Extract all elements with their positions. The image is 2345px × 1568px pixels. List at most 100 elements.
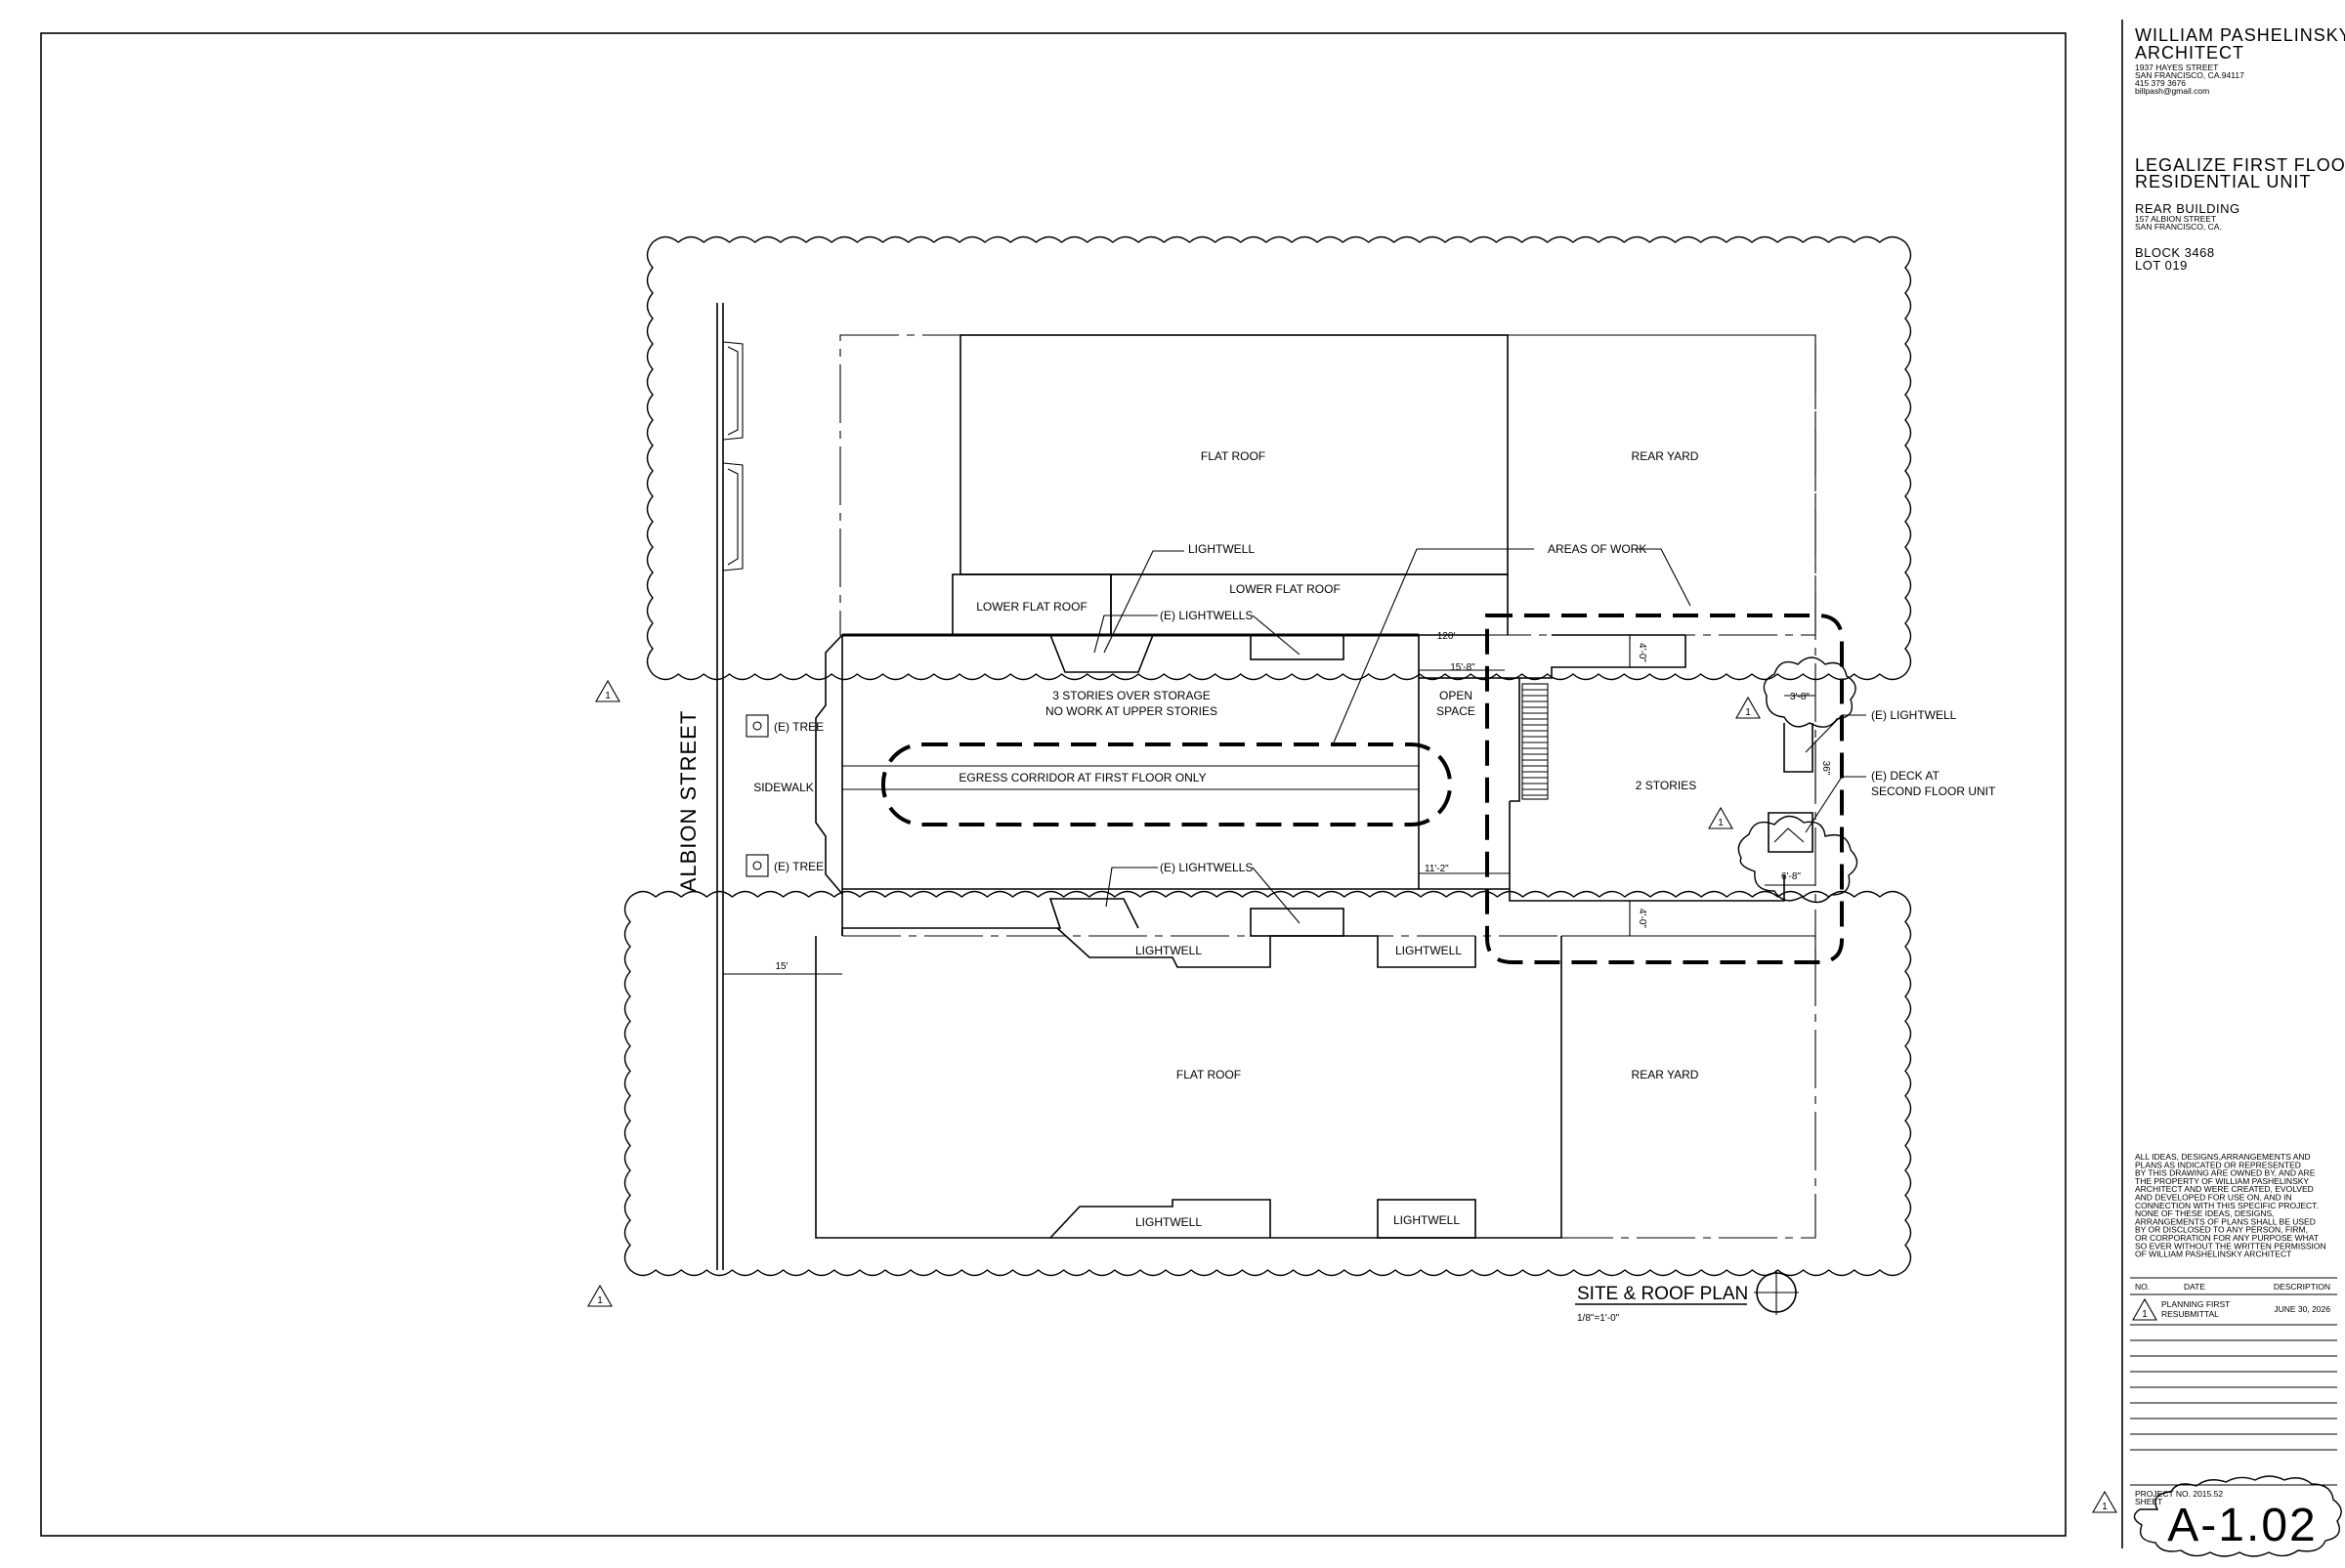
label-sidewalk: SIDEWALK (753, 781, 814, 794)
tree-1-box (746, 714, 769, 738)
label-lightwell-top: LIGHTWELL (1188, 542, 1255, 556)
egress-corridor-outline (881, 742, 1452, 826)
label-e-lightwells-top: (E) LIGHTWELLS (1160, 609, 1253, 622)
delta-symbol-1 (595, 679, 620, 702)
tb-email: billpash@gmail.com (2135, 86, 2209, 96)
leader-e-lightwell-right (1805, 714, 1866, 753)
tb-notice-line: BY THIS DRAWING ARE OWNED BY, AND ARE (2135, 1168, 2316, 1178)
label-open-line2: SPACE (1436, 704, 1475, 718)
tb-notice: ALL IDEAS, DESIGNS,ARRANGEMENTS ANDPLANS… (2135, 1152, 2326, 1259)
tb-notice-line: ARCHITECT AND WERE CREATED, EVOLVED (2135, 1184, 2314, 1194)
revision-cloud-bottom (623, 890, 1912, 1277)
label-flat-roof-bottom: FLAT ROOF (1176, 1068, 1241, 1081)
tb-notice-line: BY OR DISCLOSED TO ANY PERSON, FIRM, (2135, 1225, 2308, 1235)
stair-treads (1522, 689, 1548, 796)
bottom-building-outline (815, 936, 1562, 1239)
tb-project-no: PROJECT NO. 2015.52 (2135, 1489, 2223, 1499)
label-egress: EGRESS CORRIDOR AT FIRST FLOOR ONLY (959, 771, 1206, 784)
label-two-stories: 2 STORIES (1636, 779, 1696, 792)
label-dim-15-8: 15'-8" (1450, 662, 1475, 673)
leader-e-lightwells-bottom-2 (1252, 867, 1300, 924)
delta-label-6: 1 (2142, 1309, 2148, 1320)
tb-project-line2: RESIDENTIAL UNIT (2135, 172, 2311, 191)
tree-2-box (746, 854, 769, 877)
label-dim-15: 15' (775, 961, 788, 972)
drawing-border (40, 32, 2067, 1537)
tree-1-icon (752, 721, 762, 731)
street-name: ALBION STREET (676, 710, 701, 893)
top-lightwell-right (1250, 634, 1344, 660)
label-dim-120: 120' (1437, 631, 1456, 642)
delta-symbol-3 (1708, 806, 1733, 829)
label-stories-line2: NO WORK AT UPPER STORIES (1045, 704, 1217, 718)
parked-car-1 (722, 341, 744, 441)
tb-architect-title: ARCHITECT (2135, 43, 2244, 63)
bottom-lightwell-3 (1049, 1199, 1271, 1239)
rear-lightwell (1783, 723, 1813, 773)
tb-building: REAR BUILDING (2135, 201, 2240, 216)
leader-e-lightwells-top-1 (1093, 614, 1158, 654)
delta-symbol-6 (2132, 1297, 2157, 1321)
tb-lot: LOT 019 (2135, 258, 2188, 273)
label-e-deck-1: (E) DECK AT (1871, 769, 1940, 783)
deck-stair-mark (1773, 827, 1805, 843)
label-stories-line1: 3 STORIES OVER STORAGE (1052, 689, 1211, 702)
tb-rev-header-no: NO. (2135, 1282, 2150, 1292)
label-open-line1: OPEN (1439, 689, 1472, 702)
leader-e-lightwells-top-2 (1252, 614, 1300, 656)
leader-e-deck (1805, 776, 1866, 833)
tb-notice-line: ALL IDEAS, DESIGNS,ARRANGEMENTS AND (2135, 1152, 2311, 1162)
tb-block: BLOCK 3468 (2135, 245, 2215, 260)
label-e-lightwell-right: (E) LIGHTWELL (1871, 708, 1957, 722)
title-block: WILLIAM PASHELINSKY ARCHITECT 1937 HAYES… (2130, 25, 2345, 1557)
delta-label-4: 1 (597, 1295, 603, 1306)
tb-notice-line: SO EVER WITHOUT THE WRITTEN PERMISSION (2135, 1241, 2326, 1250)
label-e-lightwells-bottom: (E) LIGHTWELLS (1160, 861, 1253, 874)
label-lightwell-b4: LIGHTWELL (1393, 1213, 1460, 1227)
tb-notice-line: OR CORPORATION FOR ANY PURPOSE WHAT (2135, 1233, 2319, 1243)
tb-site-address-2: SAN FRANCISCO, CA. (2135, 222, 2222, 232)
main-building-bay-window (815, 634, 843, 895)
tb-architect-name: WILLIAM PASHELINSKY (2135, 25, 2345, 45)
label-lower-flat-roof-left: LOWER FLAT ROOF (976, 600, 1087, 614)
label-dim-6-8: 6'-8" (1781, 871, 1801, 882)
tb-sheet-number: A-1.02 (2167, 1500, 2317, 1551)
rear-bldg-bottom (1509, 874, 1785, 902)
label-rear-yard-top: REAR YARD (1632, 449, 1699, 463)
tb-project-line1: LEGALIZE FIRST FLOOR (2135, 155, 2345, 175)
tree-2-icon (752, 861, 762, 870)
top-lightwell-left (1049, 634, 1154, 673)
label-e-tree-1: (E) TREE (774, 720, 824, 734)
delta-symbol-2 (1735, 696, 1761, 719)
label-lower-flat-roof-right: LOWER FLAT ROOF (1229, 582, 1341, 596)
label-dim-36: 36" (1820, 761, 1831, 776)
plan-title: SITE & ROOF PLAN (1577, 1284, 1748, 1304)
tb-notice-line: ARRANGEMENTS OF PLANS SHALL BE USED (2135, 1216, 2316, 1226)
leader-areas-of-work-1 (1333, 548, 1534, 743)
bottom-lightwell-e2 (1250, 908, 1344, 937)
bottom-lightwell-top-outline (1056, 927, 1476, 968)
label-rear-yard-bottom: REAR YARD (1632, 1068, 1699, 1081)
leader-lightwell-top (1103, 550, 1184, 654)
rear-bldg-front-upper (1510, 678, 1520, 802)
label-dim-4-0-bottom: 4'-0" (1637, 909, 1647, 928)
label-dim-4-0-top: 4'-0" (1637, 643, 1647, 662)
tb-rev-header-desc: DESCRIPTION (2274, 1282, 2330, 1292)
delta-label-3: 1 (1718, 818, 1724, 828)
delta-label-2: 1 (1745, 707, 1751, 718)
label-lightwell-b3: LIGHTWELL (1135, 1215, 1202, 1229)
delta-symbol-4 (587, 1284, 613, 1307)
tb-notice-line: CONNECTION WITH THIS SPECIFIC PROJECT. (2135, 1201, 2319, 1210)
tb-notice-line: NONE OF THESE IDEAS, DESIGNS, (2135, 1208, 2274, 1218)
bottom-lightwell-e1 (841, 898, 1139, 936)
rear-bldg-top-edge (1419, 635, 1686, 679)
main-building-outline (842, 634, 1420, 890)
areas-of-work-outline (1485, 614, 1844, 964)
tb-sheet-label: SHEET (2135, 1497, 2162, 1506)
revision-cloud-tree-top (1763, 657, 1856, 728)
tb-site-address-1: 157 ALBION STREET (2135, 214, 2216, 224)
parked-car-2-detail (727, 468, 739, 566)
stair-outline (1521, 683, 1549, 800)
